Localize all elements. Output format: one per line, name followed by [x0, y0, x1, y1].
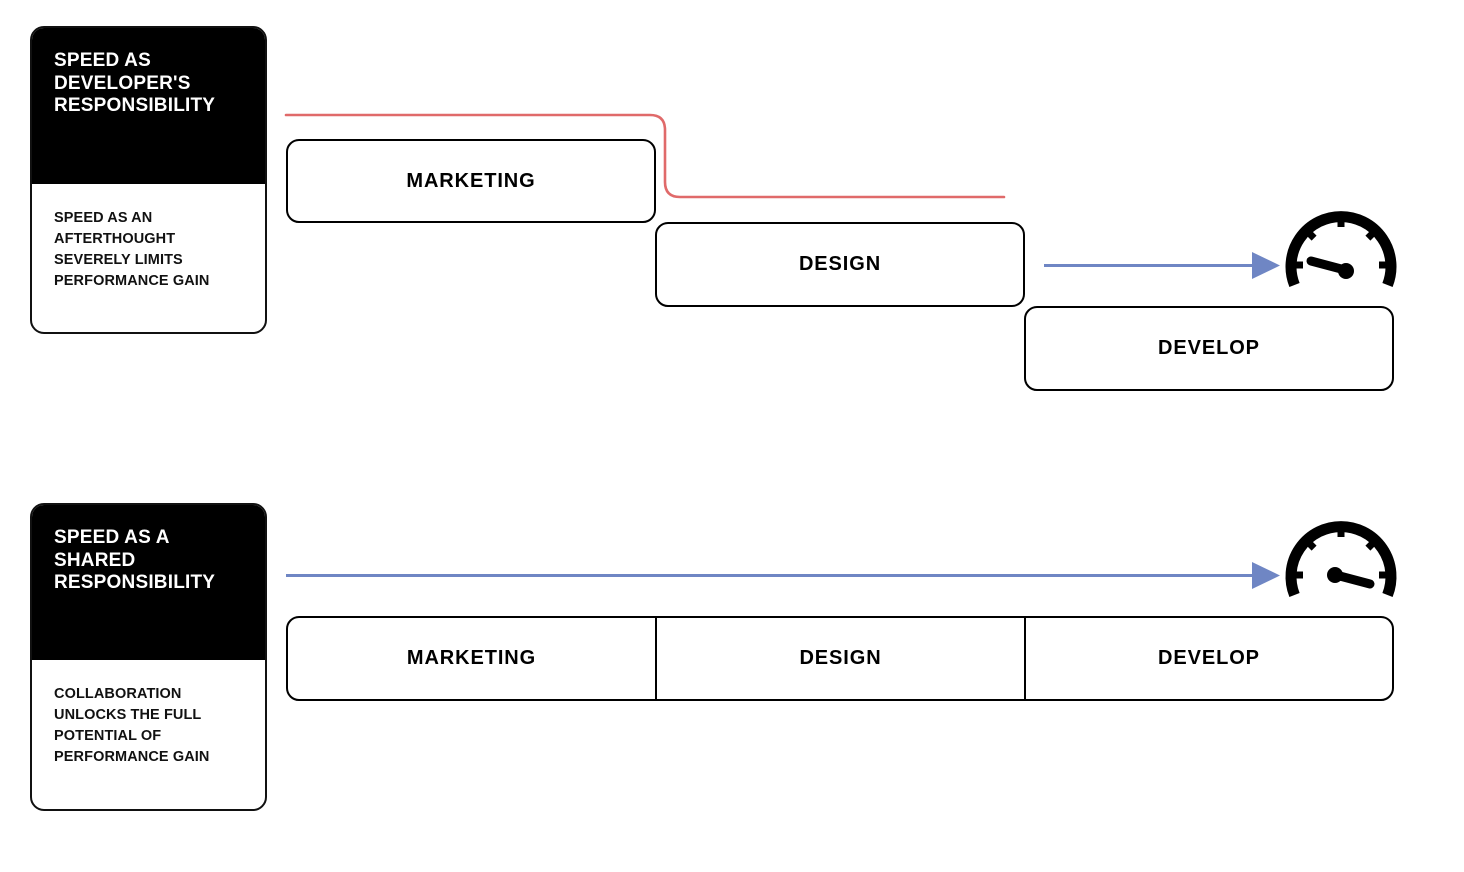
info-card-shared-responsibility: SPEED AS A SHARED RESPONSIBILITY COLLABO…: [30, 503, 267, 811]
speedometer-high-needle: [1331, 570, 1375, 589]
blue-arrow-short-head: [1252, 252, 1280, 279]
speedometer-high-hub: [1327, 567, 1343, 583]
stage-box-marketing-bottom[interactable]: MARKETING: [286, 616, 657, 701]
blue-arrow-long-head: [1252, 562, 1280, 589]
stage-box-label: MARKETING: [406, 647, 537, 669]
stage-box-label: DESIGN: [799, 647, 882, 669]
speedometer-high-icon: [1285, 521, 1397, 598]
stage-box-develop-top[interactable]: DEVELOP: [1024, 306, 1394, 391]
blue-arrow-long: [286, 562, 1280, 589]
speedometer-low-icon: [1285, 211, 1397, 288]
blue-arrow-short: [1044, 252, 1280, 279]
card-header-text: SPEED AS DEVELOPER'S RESPONSIBILITY: [54, 50, 216, 117]
card-body-text: COLLABORATION UNLOCKS THE FULL POTENTIAL…: [54, 686, 210, 765]
stage-box-label: DESIGN: [798, 253, 882, 275]
card-body-developer-responsibility: SPEED AS AN AFTERTHOUGHT SEVERELY LIMITS…: [32, 184, 265, 316]
stage-box-label: DEVELOP: [1158, 337, 1260, 359]
card-body-text: SPEED AS AN AFTERTHOUGHT SEVERELY LIMITS…: [54, 210, 210, 289]
stage-box-develop-bottom[interactable]: DEVELOP: [1024, 616, 1394, 701]
card-header-text: SPEED AS A SHARED RESPONSIBILITY: [54, 527, 216, 594]
speedometer-low-hub: [1338, 263, 1354, 279]
card-body-shared-responsibility: COLLABORATION UNLOCKS THE FULL POTENTIAL…: [32, 660, 265, 792]
stage-box-design-top[interactable]: DESIGN: [655, 222, 1025, 307]
speedometer-low-needle: [1306, 256, 1350, 275]
card-header-shared-responsibility: SPEED AS A SHARED RESPONSIBILITY: [32, 505, 265, 660]
info-card-developer-responsibility: SPEED AS DEVELOPER'S RESPONSIBILITY SPEE…: [30, 26, 267, 334]
stage-box-label: DEVELOP: [1158, 647, 1260, 669]
stage-box-marketing-top[interactable]: MARKETING: [286, 139, 656, 223]
card-header-developer-responsibility: SPEED AS DEVELOPER'S RESPONSIBILITY: [32, 28, 265, 184]
stage-box-label: MARKETING: [406, 169, 536, 192]
stage-box-design-bottom[interactable]: DESIGN: [655, 616, 1026, 701]
